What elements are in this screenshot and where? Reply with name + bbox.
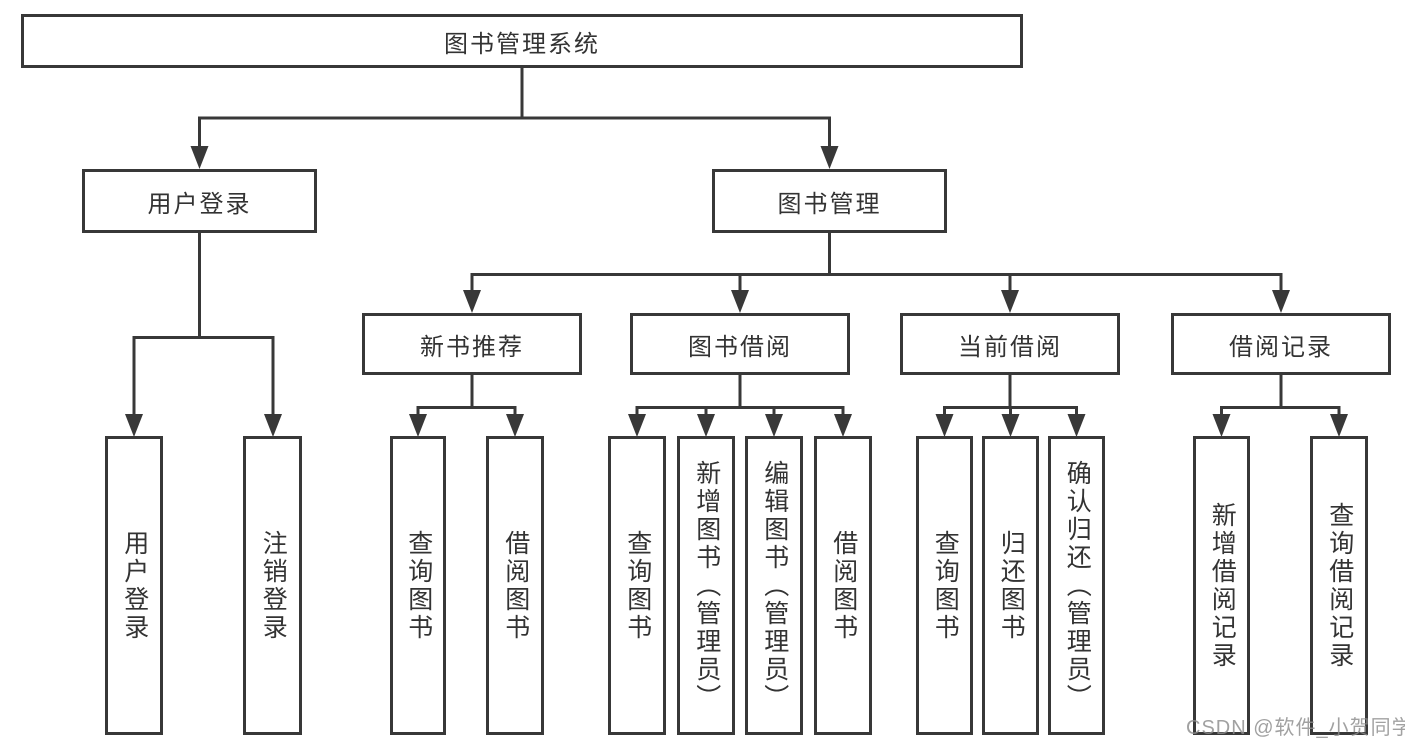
arrowheads	[125, 146, 1348, 437]
leaf-label: 查询借阅记录	[1325, 501, 1354, 670]
leaf-user-login: 用户登录	[105, 436, 163, 735]
leaf-recommend-query-books: 查询图书	[390, 436, 446, 735]
leaf-label: 查询图书	[623, 529, 652, 642]
leaf-label: 确认归还（管理员）	[1063, 459, 1092, 712]
leaf-borrow-add-books-admin: 新增图书（管理员）	[677, 436, 735, 735]
leaf-logout: 注销登录	[243, 436, 302, 735]
leaf-label: 编辑图书（管理员）	[760, 459, 789, 712]
node-current-borrow: 当前借阅	[900, 313, 1120, 375]
leaf-records-query-record: 查询借阅记录	[1310, 436, 1368, 735]
leaf-label: 归还图书	[997, 529, 1026, 642]
node-borrow-records: 借阅记录	[1171, 313, 1391, 375]
node-new-book-recommend: 新书推荐	[362, 313, 582, 375]
leaf-recommend-borrow-books: 借阅图书	[486, 436, 544, 735]
node-library-system: 图书管理系统	[21, 14, 1023, 68]
leaf-label: 新增图书（管理员）	[692, 459, 721, 712]
node-book-management: 图书管理	[712, 169, 947, 233]
leaf-label: 借阅图书	[829, 529, 858, 642]
leaf-label: 新增借阅记录	[1208, 501, 1237, 670]
leaf-label: 注销登录	[259, 529, 288, 642]
leaf-records-add-record: 新增借阅记录	[1193, 436, 1250, 735]
watermark: CSDN @软件_小贺同学	[1186, 717, 1405, 739]
leaf-current-confirm-return-admin: 确认归还（管理员）	[1048, 436, 1105, 735]
leaf-label: 借阅图书	[501, 529, 530, 642]
leaf-current-query-books: 查询图书	[916, 436, 973, 735]
node-book-borrow: 图书借阅	[630, 313, 850, 375]
node-user-login: 用户登录	[82, 169, 317, 233]
leaf-label: 查询图书	[931, 529, 960, 642]
leaf-label: 查询图书	[404, 529, 433, 642]
leaf-borrow-edit-books-admin: 编辑图书（管理员）	[745, 436, 803, 735]
leaf-borrow-query-books: 查询图书	[608, 436, 666, 735]
leaf-borrow-borrow-books: 借阅图书	[814, 436, 872, 735]
leaf-current-return-books: 归还图书	[982, 436, 1039, 735]
leaf-label: 用户登录	[120, 529, 149, 642]
